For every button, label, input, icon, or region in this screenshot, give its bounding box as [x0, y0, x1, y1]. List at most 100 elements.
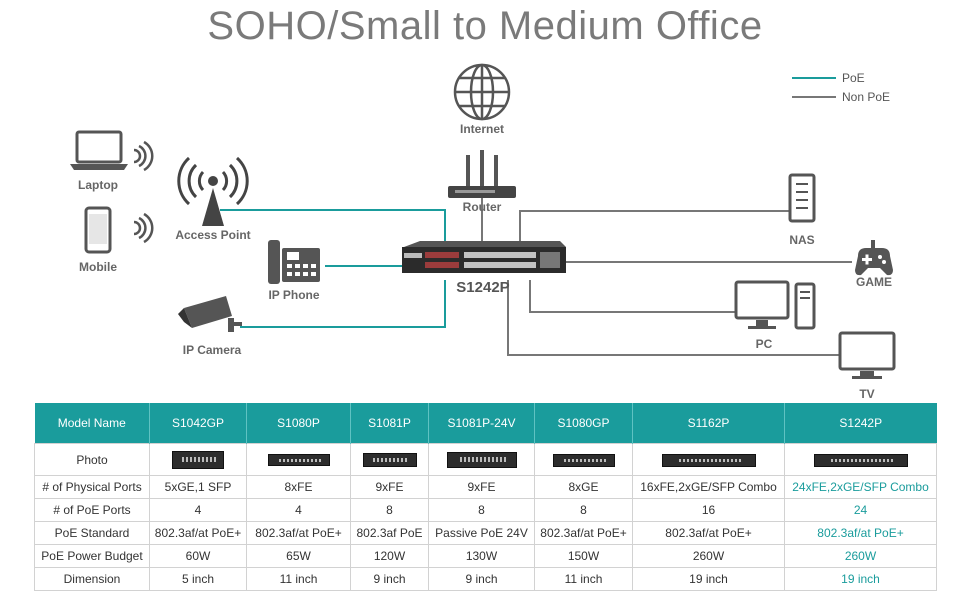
- switch-thumbnail-image: [552, 453, 615, 467]
- tv-icon: [838, 331, 896, 379]
- access-point-icon: [177, 156, 249, 226]
- row-label: Photo: [34, 443, 150, 476]
- access-point-label: Access Point: [175, 228, 250, 242]
- table-cell: 802.3af/at PoE+: [632, 521, 785, 545]
- laptop-icon: [70, 130, 128, 170]
- table-cell: 120W: [350, 544, 429, 568]
- table-cell: 8xGE: [534, 475, 633, 499]
- table-cell: 260W: [784, 544, 937, 568]
- table-cell: 260W: [632, 544, 785, 568]
- switch-label: S1242P: [456, 279, 509, 296]
- switch-thumbnail-image: [267, 454, 330, 467]
- tv-label: TV: [859, 387, 874, 401]
- table-cell: 9xFE: [350, 475, 429, 499]
- table-cell: 802.3af PoE: [350, 521, 429, 545]
- router-label: Router: [463, 200, 502, 214]
- ip-phone-label: IP Phone: [268, 288, 319, 302]
- ip-phone-icon: [268, 240, 320, 284]
- laptop-label: Laptop: [78, 178, 118, 192]
- table-cell: 19 inch: [784, 567, 937, 591]
- link-pc: [529, 280, 735, 313]
- table-cell: 65W: [246, 544, 351, 568]
- table-cell: 9 inch: [350, 567, 429, 591]
- product-photo: [350, 443, 429, 476]
- mobile-icon: [84, 206, 112, 254]
- header-model: S1162P: [632, 403, 785, 444]
- globe-icon: [453, 63, 511, 121]
- header-model: S1080P: [246, 403, 351, 444]
- router-icon: [448, 150, 516, 198]
- spec-table: Model Name S1042GP S1080P S1081P S1081P-…: [34, 403, 937, 591]
- header-model: S1080GP: [534, 403, 633, 444]
- header-model: S1042GP: [149, 403, 247, 444]
- table-row: Dimension 5 inch 11 inch 9 inch 9 inch 1…: [34, 567, 937, 591]
- table-cell: 4: [246, 498, 351, 522]
- switch-thumbnail-image: [172, 450, 224, 469]
- product-photo: [632, 443, 785, 476]
- ip-camera-label: IP Camera: [183, 343, 242, 357]
- table-cell: 16xFE,2xGE/SFP Combo: [632, 475, 785, 499]
- table-cell: 24xFE,2xGE/SFP Combo: [784, 475, 937, 499]
- game-controller-icon: [855, 240, 893, 276]
- nas-label: NAS: [789, 233, 814, 247]
- legend: PoE Non PoE: [792, 71, 890, 104]
- table-cell: 802.3af/at PoE+: [246, 521, 351, 545]
- mobile-label: Mobile: [79, 260, 117, 274]
- row-label: Dimension: [34, 567, 150, 591]
- table-row: PoE Standard 802.3af/at PoE+ 802.3af/at …: [34, 521, 937, 545]
- non-poe-links: [481, 197, 852, 356]
- wifi-signal-icon: [133, 212, 154, 244]
- table-cell: 16: [632, 498, 785, 522]
- table-cell: 11 inch: [534, 567, 633, 591]
- product-photo: [534, 443, 633, 476]
- table-cell: 9 inch: [428, 567, 535, 591]
- ip-camera-icon: [178, 296, 242, 332]
- product-photo: [428, 443, 535, 476]
- table-cell: 8: [350, 498, 429, 522]
- row-label: PoE Power Budget: [34, 544, 150, 568]
- header-model-name: Model Name: [34, 403, 150, 444]
- table-cell: 802.3af/at PoE+: [534, 521, 633, 545]
- table-cell: 8: [534, 498, 633, 522]
- table-row: PoE Power Budget 60W 65W 120W 130W 150W …: [34, 544, 937, 568]
- switch-thumbnail-image: [446, 451, 517, 468]
- table-row: Photo: [34, 443, 937, 476]
- table-cell: 8xFE: [246, 475, 351, 499]
- table-cell: 8: [428, 498, 535, 522]
- switch-thumbnail-image: [661, 453, 756, 467]
- link-nas: [519, 210, 790, 245]
- table-cell: 130W: [428, 544, 535, 568]
- product-photo: [784, 443, 937, 476]
- wifi-signal-icon: [133, 140, 154, 172]
- poe-links: [220, 209, 446, 328]
- page-title: SOHO/Small to Medium Office: [207, 4, 763, 48]
- table-header-row: Model Name S1042GP S1080P S1081P S1081P-…: [34, 403, 937, 444]
- poe-link-access-point: [220, 209, 446, 245]
- table-cell: 5 inch: [149, 567, 247, 591]
- header-model: S1242P: [784, 403, 937, 444]
- header-model: S1081P-24V: [428, 403, 535, 444]
- network-diagram: PoE Non PoE Internet Router Laptop: [70, 63, 896, 401]
- legend-non-poe-label: Non PoE: [842, 90, 890, 104]
- product-photo: [149, 443, 247, 476]
- pc-label: PC: [756, 337, 773, 351]
- table-cell: Passive PoE 24V: [428, 521, 535, 545]
- table-row: # of PoE Ports 4 4 8 8 8 16 24: [34, 498, 937, 522]
- switch-thumbnail-image: [362, 452, 417, 467]
- header-model: S1081P: [350, 403, 429, 444]
- table-cell: 60W: [149, 544, 247, 568]
- legend-poe-label: PoE: [842, 71, 865, 85]
- table-cell: 4: [149, 498, 247, 522]
- internet-label: Internet: [460, 122, 504, 136]
- pc-icon: [734, 280, 816, 330]
- nas-icon: [788, 173, 816, 223]
- row-label: # of Physical Ports: [34, 475, 150, 499]
- table-cell: 802.3af/at PoE+: [149, 521, 247, 545]
- table-cell: 24: [784, 498, 937, 522]
- table-row: # of Physical Ports 5xGE,1 SFP 8xFE 9xFE…: [34, 475, 937, 499]
- switch-icon: [402, 241, 566, 273]
- table-cell: 11 inch: [246, 567, 351, 591]
- poe-link-ip-camera: [240, 280, 446, 328]
- table-cell: 9xFE: [428, 475, 535, 499]
- table-cell: 150W: [534, 544, 633, 568]
